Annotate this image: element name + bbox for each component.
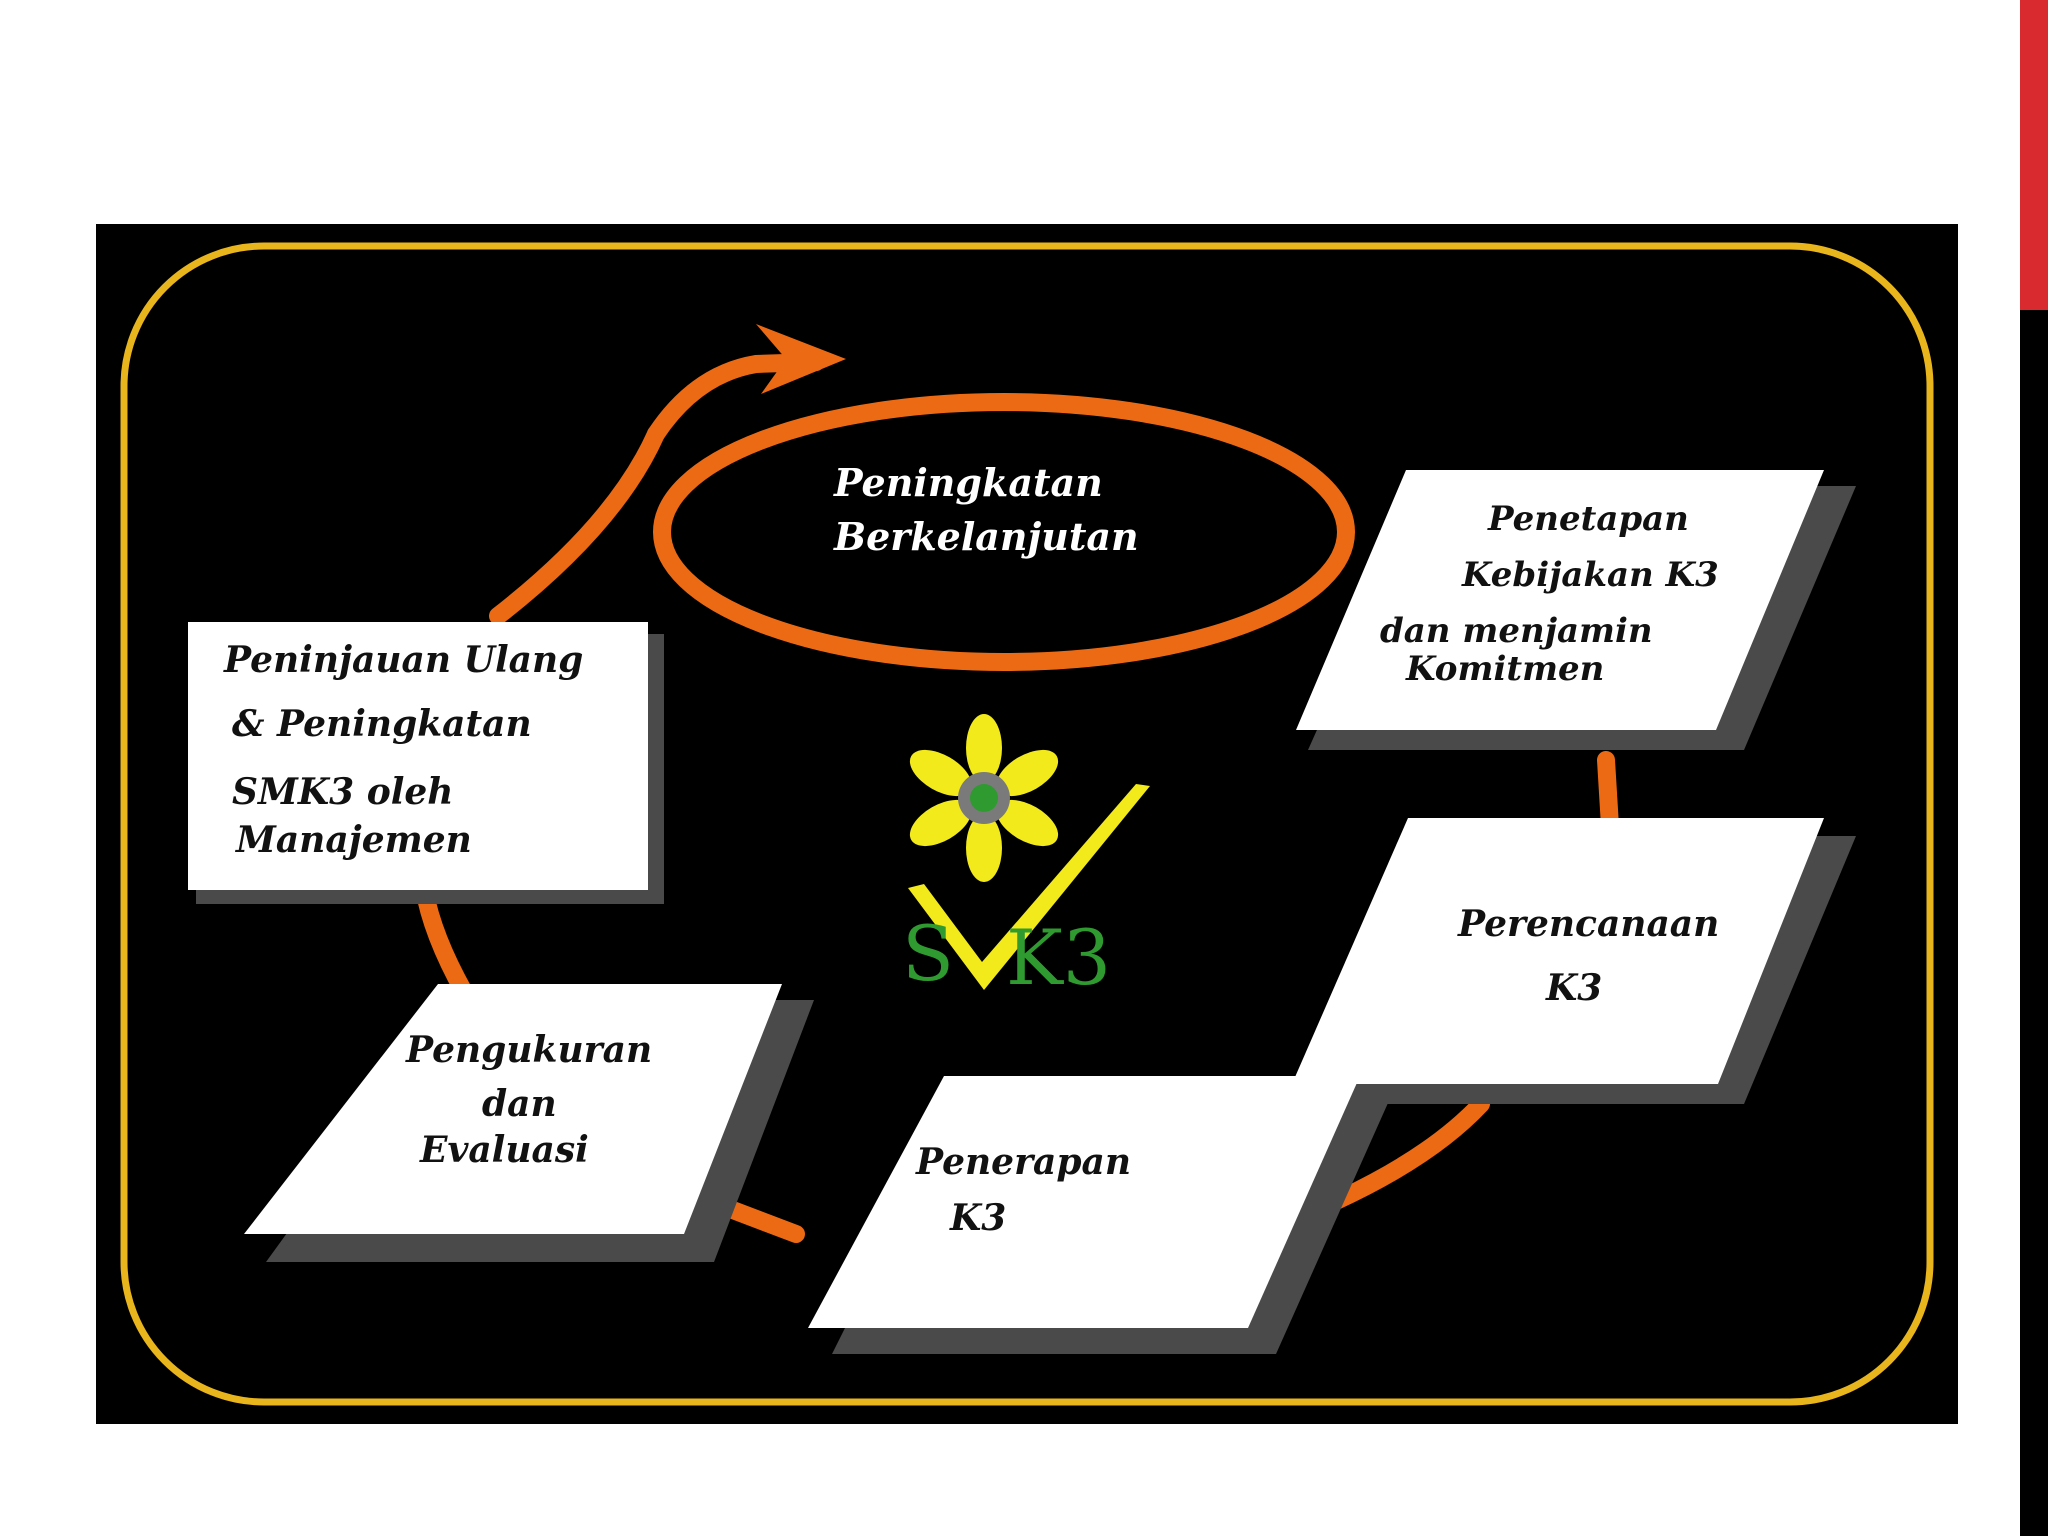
step-implementation: Penerapan K3: [808, 1076, 1392, 1354]
step-measurement-line2: dan: [482, 1083, 557, 1125]
checkmark-icon: [908, 784, 1150, 990]
step-policy-line2: Kebijakan K3: [1461, 555, 1719, 595]
logo-text-right: K3: [1006, 913, 1111, 1002]
logo-text-left: S: [902, 909, 954, 998]
connector-policy-planning: [1597, 751, 1619, 835]
step-measurement-line1: Pengukuran: [405, 1029, 652, 1071]
step-measurement: Pengukuran dan Evaluasi: [244, 984, 814, 1262]
step-measurement-line3: Evaluasi: [419, 1129, 589, 1171]
step-review-line2: & Peningkatan: [232, 703, 532, 745]
center-label-line2: Berkelanjutan: [833, 514, 1139, 559]
step-review-box: [188, 622, 648, 890]
step-policy: Penetapan Kebijakan K3 dan menjamin Komi…: [1296, 470, 1856, 750]
step-planning-line2: K3: [1545, 967, 1602, 1009]
slide-accent-bar: [2020, 0, 2048, 310]
step-review: Peninjauan Ulang & Peningkatan SMK3 oleh…: [188, 622, 664, 904]
step-review-line1: Peninjauan Ulang: [223, 639, 583, 681]
step-implementation-box: [808, 1076, 1360, 1328]
step-implementation-line1: Penerapan: [915, 1141, 1131, 1183]
step-review-line3: SMK3 oleh: [232, 771, 453, 813]
smk3-cycle-diagram: Peningkatan Berkelanjutan Penetapan Kebi…: [96, 224, 1958, 1424]
step-planning-line1: Perencanaan: [1457, 903, 1719, 945]
step-planning: Perencanaan K3: [1292, 818, 1856, 1104]
step-review-line4: Manajemen: [234, 819, 472, 861]
center-label-line1: Peningkatan: [833, 460, 1103, 505]
step-measurement-box: [244, 984, 782, 1234]
improvement-loop-ellipse: [653, 393, 1355, 671]
connector-review-loop: [489, 425, 665, 625]
step-implementation-line2: K3: [949, 1197, 1006, 1239]
step-policy-box: [1296, 470, 1824, 730]
step-planning-box: [1292, 818, 1824, 1084]
smk3-logo: S K3: [902, 714, 1150, 1002]
improvement-loop-arrow: [647, 353, 825, 443]
flower-icon: [909, 714, 1059, 882]
step-policy-line4: Komitmen: [1405, 649, 1604, 689]
arrowhead-icon: [756, 324, 846, 394]
step-policy-line1: Penetapan: [1487, 499, 1689, 539]
slide-edge-bar: [2020, 310, 2048, 1536]
step-policy-line3: dan menjamin: [1380, 611, 1653, 651]
diagram-frame: [120, 242, 1934, 1406]
